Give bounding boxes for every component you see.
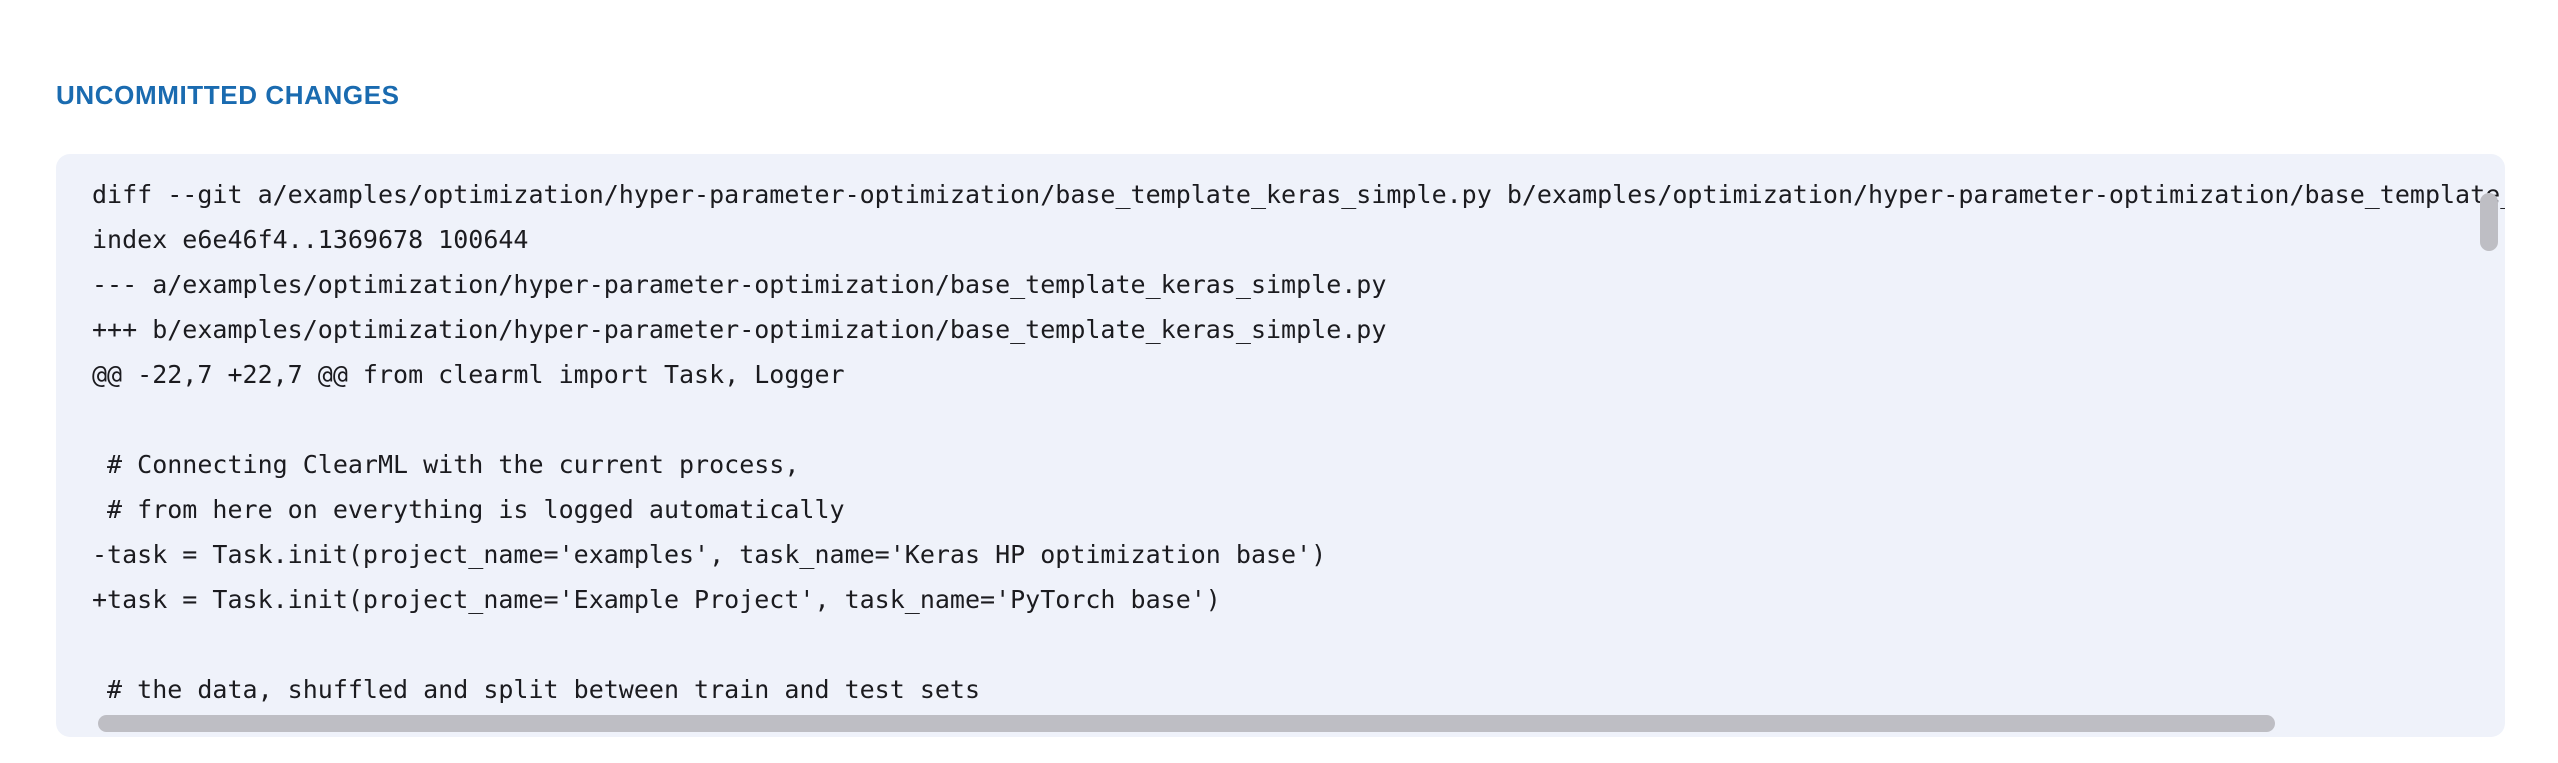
diff-line: @@ -22,7 +22,7 @@ from clearml import Ta…: [92, 360, 845, 389]
diff-line: -task = Task.init(project_name='examples…: [92, 540, 1327, 569]
diff-line: index e6e46f4..1369678 100644: [92, 225, 529, 254]
diff-line: +task = Task.init(project_name='Example …: [92, 585, 1221, 614]
diff-line: [92, 397, 2505, 442]
diff-line: # from here on everything is logged auto…: [92, 495, 845, 524]
diff-line: +++ b/examples/optimization/hyper-parame…: [92, 315, 1387, 344]
horizontal-scrollbar-thumb[interactable]: [98, 715, 2275, 732]
vertical-scrollbar[interactable]: [2480, 166, 2498, 717]
diff-panel: diff --git a/examples/optimization/hyper…: [56, 154, 2505, 737]
diff-code-block: diff --git a/examples/optimization/hyper…: [92, 172, 2505, 712]
horizontal-scrollbar[interactable]: [98, 715, 2478, 732]
diff-line: --- a/examples/optimization/hyper-parame…: [92, 270, 1387, 299]
diff-line: # the data, shuffled and split between t…: [92, 675, 981, 704]
diff-line: [92, 622, 2505, 667]
diff-line: diff --git a/examples/optimization/hyper…: [92, 180, 2505, 209]
diff-scroll-viewport[interactable]: diff --git a/examples/optimization/hyper…: [56, 154, 2505, 737]
page-title: UNCOMMITTED CHANGES: [56, 80, 400, 110]
vertical-scrollbar-thumb[interactable]: [2480, 193, 2498, 251]
diff-line: # Connecting ClearML with the current pr…: [92, 450, 800, 479]
